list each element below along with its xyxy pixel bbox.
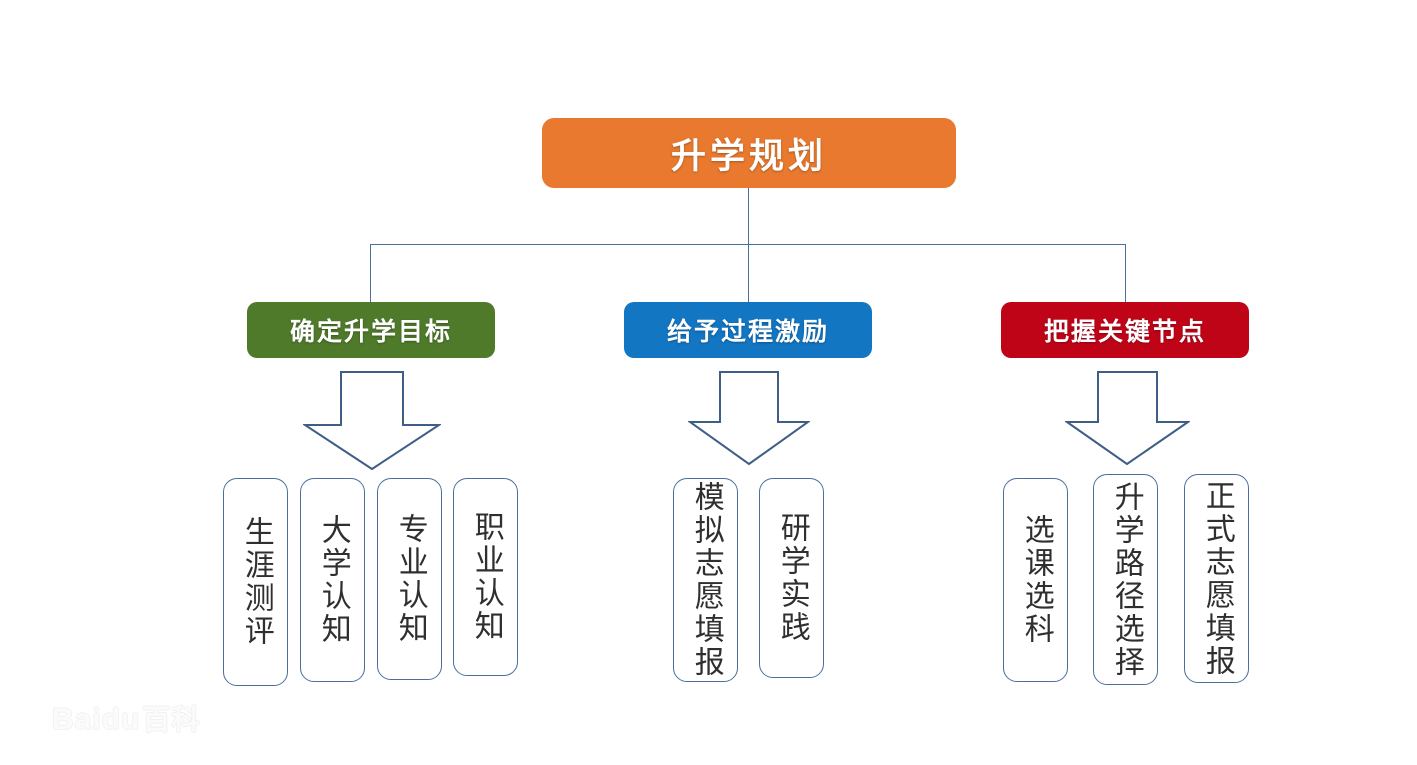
connector-root-stem: [748, 188, 749, 245]
branch-node-label: 给予过程激励: [666, 318, 829, 346]
branch-node-process-motivation[interactable]: 给予过程激励: [624, 302, 872, 358]
leaf-box-subject-selection[interactable]: 选课选科: [1003, 478, 1068, 682]
leaf-box-career-awareness[interactable]: 职业认知: [453, 478, 518, 676]
leaf-box-study-practice[interactable]: 研学实践: [759, 478, 824, 678]
leaf-label: 研学实践: [775, 512, 809, 644]
root-node-label: 升学规划: [670, 136, 827, 176]
leaf-box-mock-application[interactable]: 模拟志愿填报: [673, 478, 738, 682]
down-arrow-icon-branch-2: [688, 371, 810, 466]
branch-node-label: 把握关键节点: [1043, 318, 1206, 346]
leaf-label: 选课选科: [1019, 514, 1053, 646]
leaf-label: 职业认知: [469, 511, 503, 643]
watermark-suffix: 百科: [142, 704, 201, 735]
branch-node-determine-goals[interactable]: 确定升学目标: [247, 302, 495, 358]
root-node-further-education-planning[interactable]: 升学规划: [542, 118, 956, 188]
leaf-label: 模拟志愿填报: [689, 481, 723, 679]
leaf-box-path-selection[interactable]: 升学路径选择: [1093, 474, 1158, 685]
connector-drop-branch-1: [370, 244, 371, 303]
leaf-label: 大学认知: [316, 514, 350, 646]
leaf-label: 生涯测评: [239, 516, 273, 648]
leaf-box-career-assessment[interactable]: 生涯测评: [223, 478, 288, 686]
branch-node-label: 确定升学目标: [289, 318, 452, 346]
watermark-brand: Baidu: [52, 703, 141, 736]
baidu-baike-watermark: Baidu百科: [52, 698, 200, 738]
leaf-box-major-awareness[interactable]: 专业认知: [377, 478, 442, 680]
leaf-label: 专业认知: [393, 513, 427, 645]
down-arrow-icon-branch-3: [1065, 371, 1190, 466]
connector-drop-branch-3: [1125, 244, 1126, 303]
branch-node-key-milestones[interactable]: 把握关键节点: [1001, 302, 1249, 358]
leaf-label: 正式志愿填报: [1200, 479, 1234, 678]
down-arrow-icon-branch-1: [303, 371, 441, 471]
leaf-label: 升学路径选择: [1109, 480, 1143, 679]
leaf-box-official-application[interactable]: 正式志愿填报: [1184, 474, 1249, 683]
connector-drop-branch-2: [748, 244, 749, 303]
leaf-box-university-awareness[interactable]: 大学认知: [300, 478, 365, 682]
